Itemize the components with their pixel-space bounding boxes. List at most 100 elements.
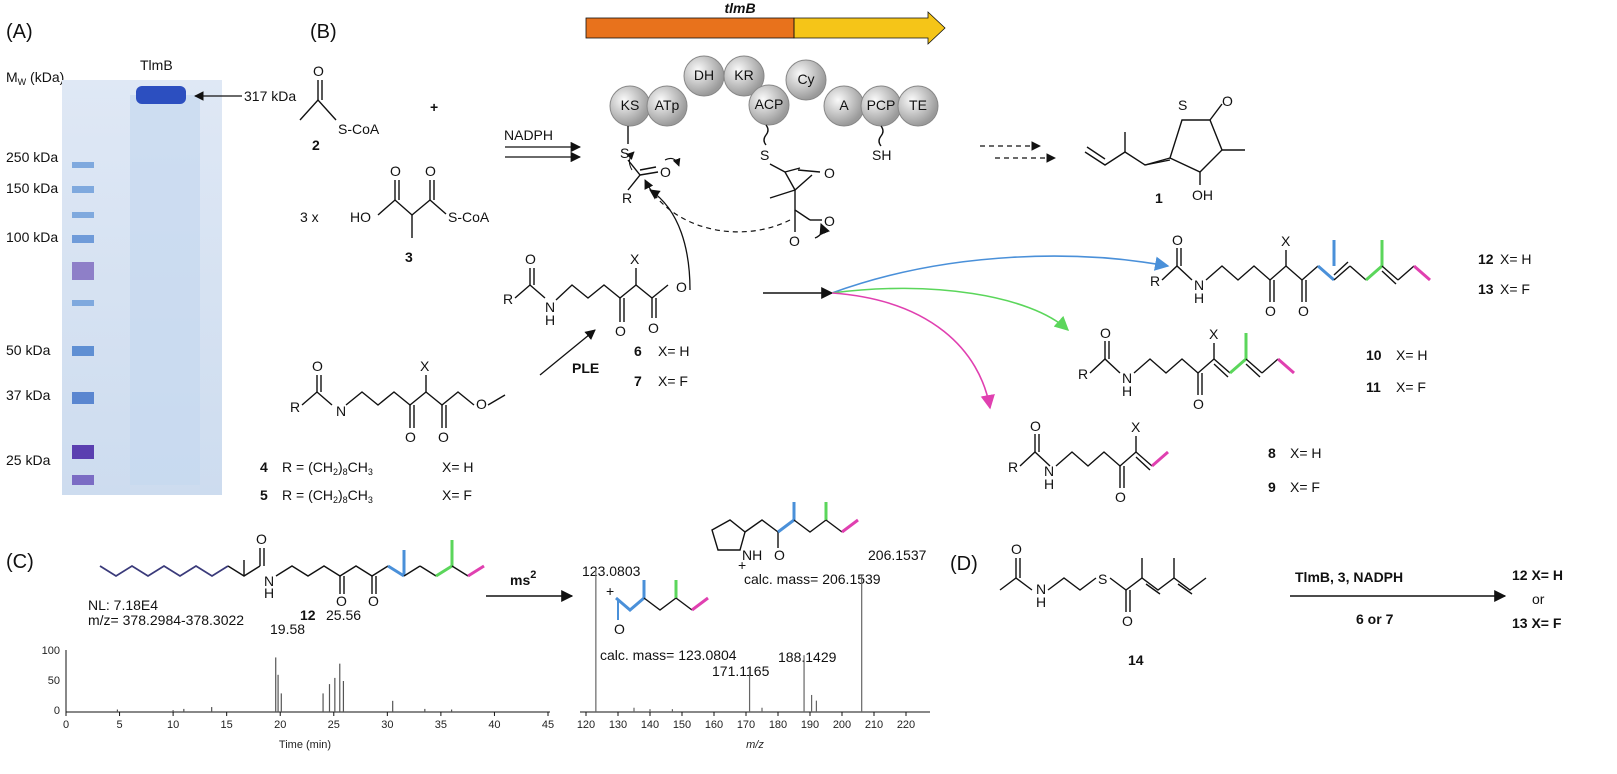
svg-text:O: O bbox=[660, 164, 671, 180]
r-definition-5: R = (CH2)8CH3 bbox=[282, 487, 373, 505]
compound-6-7: R O N H O X O O 6 X= H 7 X= F bbox=[503, 251, 690, 389]
ms-tick-label-6: 180 bbox=[769, 719, 787, 731]
svg-text:X= F: X= F bbox=[1396, 379, 1426, 395]
svg-text:N: N bbox=[1122, 370, 1132, 386]
svg-text:3 x: 3 x bbox=[300, 209, 319, 225]
ks-thioester: S O R bbox=[620, 126, 671, 206]
svg-text:O: O bbox=[614, 621, 625, 637]
ms2-label: ms2 bbox=[510, 569, 536, 588]
gene-arrow-orange bbox=[586, 18, 794, 38]
chrom-tick-label-9: 45 bbox=[542, 719, 554, 731]
panel-b-label: (B) bbox=[310, 21, 337, 43]
svg-text:O: O bbox=[824, 165, 835, 181]
svg-text:R: R bbox=[622, 190, 632, 206]
svg-text:R: R bbox=[1150, 273, 1160, 289]
svg-text:H: H bbox=[1122, 383, 1132, 399]
svg-text:6: 6 bbox=[634, 343, 642, 359]
svg-text:O: O bbox=[312, 358, 323, 374]
c-structure-12: O N H O O 12 bbox=[99, 531, 485, 623]
ms-tick-label-7: 190 bbox=[801, 719, 819, 731]
svg-text:O: O bbox=[1298, 303, 1309, 319]
svg-text:O: O bbox=[1100, 325, 1111, 341]
lane-label: TlmB bbox=[140, 57, 173, 73]
svg-text:O: O bbox=[336, 593, 347, 609]
domain-atp bbox=[646, 85, 688, 127]
marker-100: 100 kDa bbox=[6, 229, 58, 245]
svg-text:3: 3 bbox=[405, 249, 413, 265]
svg-text:+: + bbox=[606, 583, 614, 599]
attack-arrow bbox=[649, 189, 691, 291]
svg-text:O: O bbox=[824, 213, 835, 229]
svg-text:NH: NH bbox=[742, 547, 762, 563]
svg-text:13: 13 bbox=[1478, 281, 1494, 297]
svg-text:X= F: X= F bbox=[1500, 281, 1530, 297]
svg-text:HO: HO bbox=[350, 209, 371, 225]
svg-text:H: H bbox=[1036, 594, 1046, 610]
svg-text:O: O bbox=[425, 163, 436, 179]
svg-text:SH: SH bbox=[872, 147, 891, 163]
pcp-sh: SH bbox=[872, 125, 891, 163]
svg-text:N: N bbox=[1036, 581, 1046, 597]
d-below: 6 or 7 bbox=[1356, 611, 1394, 627]
svg-text:R: R bbox=[1078, 366, 1088, 382]
svg-text:X= H: X= H bbox=[658, 343, 690, 359]
panel-a-label: (A) bbox=[6, 21, 33, 43]
svg-text:calc. mass= 206.1539: calc. mass= 206.1539 bbox=[744, 571, 881, 587]
marker-150: 150 kDa bbox=[6, 180, 58, 196]
svg-text:X= F: X= F bbox=[1290, 479, 1320, 495]
marker-50: 50 kDa bbox=[6, 342, 51, 358]
svg-text:O: O bbox=[1115, 489, 1126, 505]
svg-text:4: 4 bbox=[260, 459, 268, 475]
svg-text:X= F: X= F bbox=[442, 487, 472, 503]
gene-name: tlmB bbox=[724, 0, 755, 16]
chrom-peak-label-1: 19.58 bbox=[270, 621, 305, 637]
svg-text:S-CoA: S-CoA bbox=[338, 121, 380, 137]
panel-a: (A) MW (kDa) TlmB 317 kDa 250 kDa 150 kD… bbox=[6, 21, 296, 495]
svg-text:N: N bbox=[336, 403, 346, 419]
ms-tick-label-5: 170 bbox=[737, 719, 755, 731]
svg-text:ACP: ACP bbox=[755, 96, 784, 112]
fragment-123: + O calc. mass= 123.0804 bbox=[600, 580, 737, 663]
svg-text:X: X bbox=[420, 358, 430, 374]
chrom-peak-label-2: 25.56 bbox=[326, 607, 361, 623]
compound-4-5: R O N O X O O 4 R = (CH2)8CH3 X= H 5 R =… bbox=[260, 358, 506, 505]
chrom-tick-label-7: 35 bbox=[435, 719, 447, 731]
svg-text:PCP: PCP bbox=[867, 97, 896, 113]
nl-label: NL: 7.18E4 bbox=[88, 597, 158, 613]
plus-sign: + bbox=[430, 99, 438, 115]
ms-tick-label-10: 220 bbox=[897, 719, 915, 731]
svg-text:X= H: X= H bbox=[1396, 347, 1428, 363]
gene-arrow-yellow bbox=[793, 11, 946, 45]
svg-text:S: S bbox=[1178, 97, 1187, 113]
svg-text:2: 2 bbox=[312, 137, 320, 153]
ms-peak-label-123: 123.0803 bbox=[582, 563, 641, 579]
svg-text:O: O bbox=[438, 429, 449, 445]
svg-text:8: 8 bbox=[1268, 445, 1276, 461]
acp-malonyl: S O O O bbox=[760, 124, 835, 249]
svg-text:O: O bbox=[1193, 396, 1204, 412]
svg-text:N: N bbox=[1194, 277, 1204, 293]
ladder bbox=[72, 162, 94, 485]
r-definition-4: R = (CH2)8CH3 bbox=[282, 459, 373, 477]
svg-text:OH: OH bbox=[1192, 187, 1213, 203]
ms-tick-label-2: 140 bbox=[641, 719, 659, 731]
svg-text:O: O bbox=[1222, 93, 1233, 109]
ms-xlabel: m/z bbox=[746, 739, 764, 751]
svg-text:O: O bbox=[476, 396, 487, 412]
svg-text:X= H: X= H bbox=[442, 459, 474, 475]
chrom-xlabel: Time (min) bbox=[279, 739, 331, 751]
svg-text:X: X bbox=[630, 251, 640, 267]
svg-text:X: X bbox=[1131, 419, 1141, 435]
svg-text:O: O bbox=[1265, 303, 1276, 319]
mz-range-label: m/z= 378.2984-378.3022 bbox=[88, 612, 244, 628]
svg-text:100: 100 bbox=[42, 645, 60, 657]
panel-b: (B) tlmB KS ATp DH KR ACP Cy A PCP bbox=[260, 0, 1532, 505]
mw-label: MW (kDa) bbox=[6, 69, 64, 87]
svg-text:N: N bbox=[1044, 463, 1054, 479]
svg-text:O: O bbox=[256, 531, 267, 547]
svg-text:1: 1 bbox=[1155, 190, 1163, 206]
ms2-spectrum: m/z 123.0803 206.1537 171.1165 188.1429 … bbox=[577, 547, 930, 751]
domain-kr bbox=[723, 55, 765, 97]
svg-text:O: O bbox=[648, 320, 659, 336]
